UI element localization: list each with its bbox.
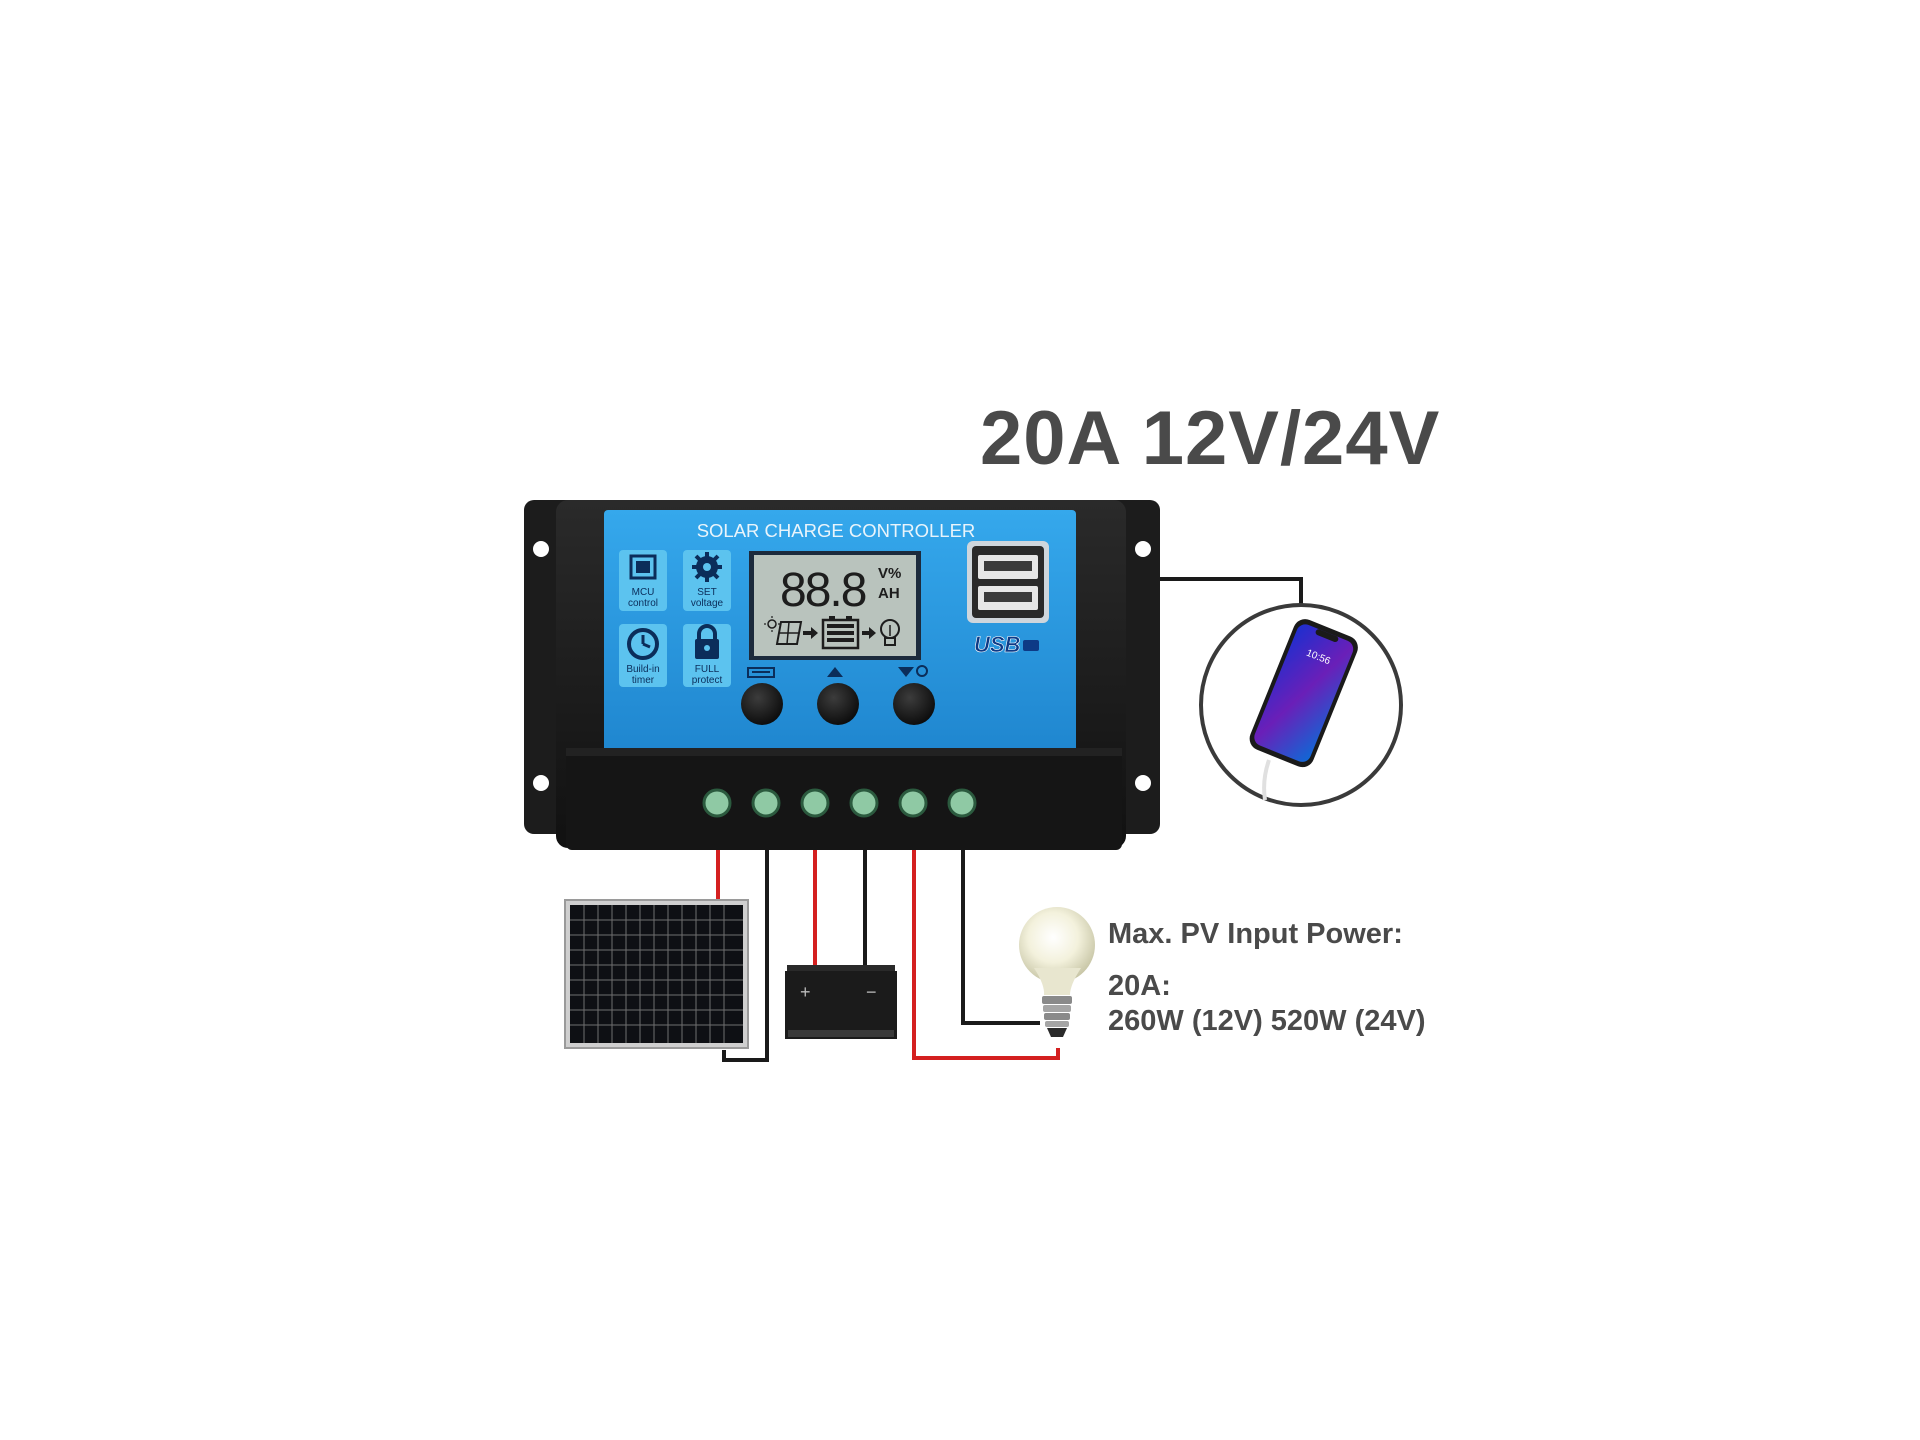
usb-label: USB [974, 632, 1021, 657]
lock-icon [695, 624, 719, 659]
arrow-icon [862, 627, 876, 639]
terminal-screw[interactable] [751, 788, 781, 818]
menu-symbol-icon [747, 667, 775, 678]
clock-icon [627, 628, 659, 660]
charge-controller: SOLAR CHARGE CONTROLLER MCU control [524, 500, 1160, 850]
feature-mcu-control: MCU control [619, 550, 667, 611]
menu-button[interactable] [741, 683, 783, 725]
lcd-digits: 88.8 [780, 564, 866, 617]
bulb-icon [880, 619, 900, 646]
terminal-screw[interactable] [702, 788, 732, 818]
mount-hole [533, 541, 549, 557]
headline: 20A 12V/24V [980, 396, 1441, 481]
terminal-screws [702, 788, 977, 818]
mount-hole [1135, 541, 1151, 557]
usb-logo-icon [1023, 640, 1039, 651]
mount-hole [533, 775, 549, 791]
feature-line2: timer [632, 675, 655, 686]
terminal-screw[interactable] [849, 788, 879, 818]
feature-set-voltage: SET voltage [683, 550, 731, 611]
feature-full-protect: FULL protect [683, 624, 731, 687]
lcd-unit-bottom: AH [878, 585, 900, 602]
light-bulb [1019, 907, 1095, 1037]
feature-line1: SET [697, 587, 716, 598]
sun-icon [764, 616, 780, 632]
lcd-unit-top: V% [878, 565, 901, 582]
usb-port[interactable] [967, 541, 1049, 623]
up-symbol-icon [827, 667, 843, 677]
lcd-display: 88.8 V% AH [749, 551, 921, 660]
feature-line2: voltage [691, 598, 724, 609]
up-button[interactable] [817, 683, 859, 725]
feature-line1: MCU [632, 587, 655, 598]
usb-cable [1160, 577, 1303, 606]
panel-title: SOLAR CHARGE CONTROLLER [697, 520, 976, 541]
feature-line2: protect [692, 675, 723, 686]
wiring [716, 577, 1303, 1062]
mount-hole [1135, 775, 1151, 791]
battery: + − [785, 965, 897, 1039]
down-button[interactable] [893, 683, 935, 725]
down-symbol-icon [898, 665, 928, 677]
battery-icon [821, 616, 860, 650]
solar-panel [564, 899, 749, 1049]
panel-negative-wire [722, 850, 769, 1062]
smartphone: 10:56 [1249, 619, 1358, 768]
feature-line1: Build-in [626, 664, 659, 675]
plus-icon: + [800, 982, 811, 1002]
phone-callout: 10:56 [1199, 603, 1403, 807]
terminal-screw[interactable] [800, 788, 830, 818]
chip-icon [629, 554, 657, 580]
arrow-icon [803, 627, 818, 639]
load-negative-wire [961, 850, 1040, 1025]
solar-panel-icon [775, 621, 803, 645]
minus-icon: − [866, 982, 877, 1002]
feature-line2: control [628, 598, 658, 609]
feature-build-in-timer: Build-in timer [619, 624, 667, 687]
load-positive-wire [912, 850, 1060, 1060]
spec-rating: 20A: [1108, 970, 1171, 1002]
spec-heading: Max. PV Input Power: [1108, 918, 1403, 950]
phone-cable [1262, 759, 1271, 801]
terminal-block [566, 748, 1122, 850]
terminal-screw[interactable] [898, 788, 928, 818]
gear-icon [692, 552, 722, 582]
spec-power: 260W (12V) 520W (24V) [1108, 1005, 1426, 1037]
terminal-screw[interactable] [947, 788, 977, 818]
feature-line1: FULL [695, 664, 720, 675]
